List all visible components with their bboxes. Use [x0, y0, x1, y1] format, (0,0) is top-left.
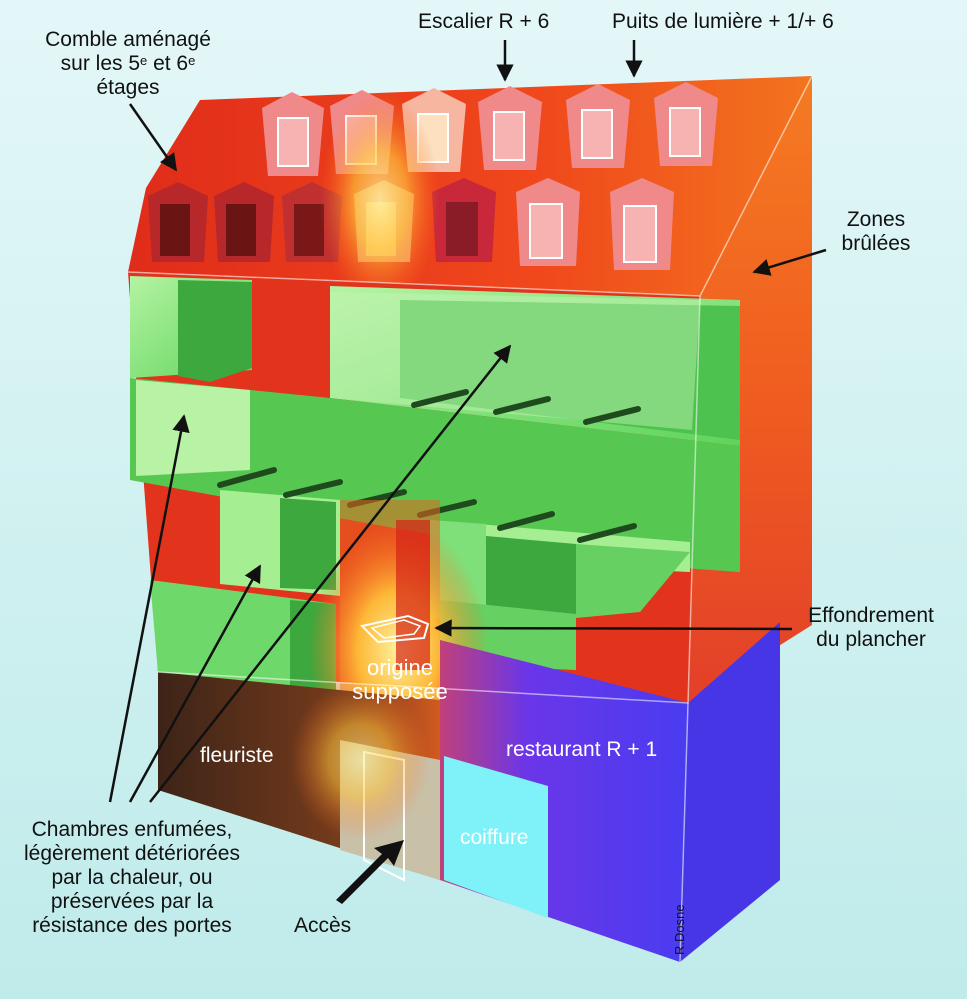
building-side-ground — [680, 622, 780, 962]
access-arrow — [336, 840, 404, 904]
hairdresser-shop — [444, 756, 548, 918]
dormer — [478, 86, 542, 170]
attic-label-line1: Comble aménagé — [45, 28, 211, 51]
attic-label-line3: étages — [96, 76, 160, 99]
dormer — [516, 178, 580, 266]
attic-label-line2: sur les 5e et 6e — [60, 52, 196, 75]
burned-zones-label: Zones brûlées — [841, 208, 911, 255]
arrow-rooms-3 — [149, 344, 512, 803]
restaurant-label: restaurant R + 1 — [506, 738, 658, 761]
room — [576, 544, 690, 618]
dormer — [432, 178, 496, 262]
arrow-rooms-2 — [128, 564, 262, 803]
arrow-burned-zones — [752, 248, 827, 276]
stair-label: Escalier R + 6 — [418, 10, 550, 33]
floor-band — [130, 378, 740, 572]
floor-beams — [217, 389, 641, 543]
collapse-label: Effondrement du plancher — [808, 604, 934, 651]
room-wall — [280, 498, 336, 590]
dormer — [610, 178, 674, 270]
dormer — [654, 82, 718, 166]
dormer — [214, 182, 274, 262]
annotation-arrows — [108, 40, 827, 904]
access-label: Accès — [294, 914, 352, 937]
room-highlight — [330, 292, 700, 430]
smoke-rooms — [130, 276, 740, 710]
room-wall — [178, 280, 252, 382]
skylight-label: Puits de lumière + 1/+ 6 — [612, 10, 834, 33]
attic-label: Comble aménagé sur les 5e et 6e étages — [10, 28, 246, 100]
dormer — [262, 92, 324, 176]
hairdresser-label: coiffure — [460, 826, 529, 849]
entrance-glow — [290, 680, 430, 840]
room — [136, 380, 250, 476]
collapsed-floor-outline-inner — [370, 619, 422, 639]
arrow-rooms-1 — [108, 414, 190, 803]
dormer — [566, 84, 630, 168]
building — [127, 75, 813, 963]
author-credit: R.Dosne — [672, 904, 687, 955]
stairwell-burn — [396, 520, 430, 670]
room-wall — [486, 536, 576, 618]
arrow-attic — [128, 103, 178, 172]
room-wall — [400, 300, 740, 440]
florist-label: fleuriste — [200, 744, 274, 767]
origin-label: origine supposée — [352, 655, 448, 704]
rooms-label: Chambres enfumées, légèrement détériorée… — [24, 818, 240, 937]
dormer — [148, 182, 208, 262]
stair-fire-glow — [320, 90, 440, 310]
collapsed-floor-outline — [359, 614, 430, 644]
arrow-collapse — [434, 619, 793, 637]
